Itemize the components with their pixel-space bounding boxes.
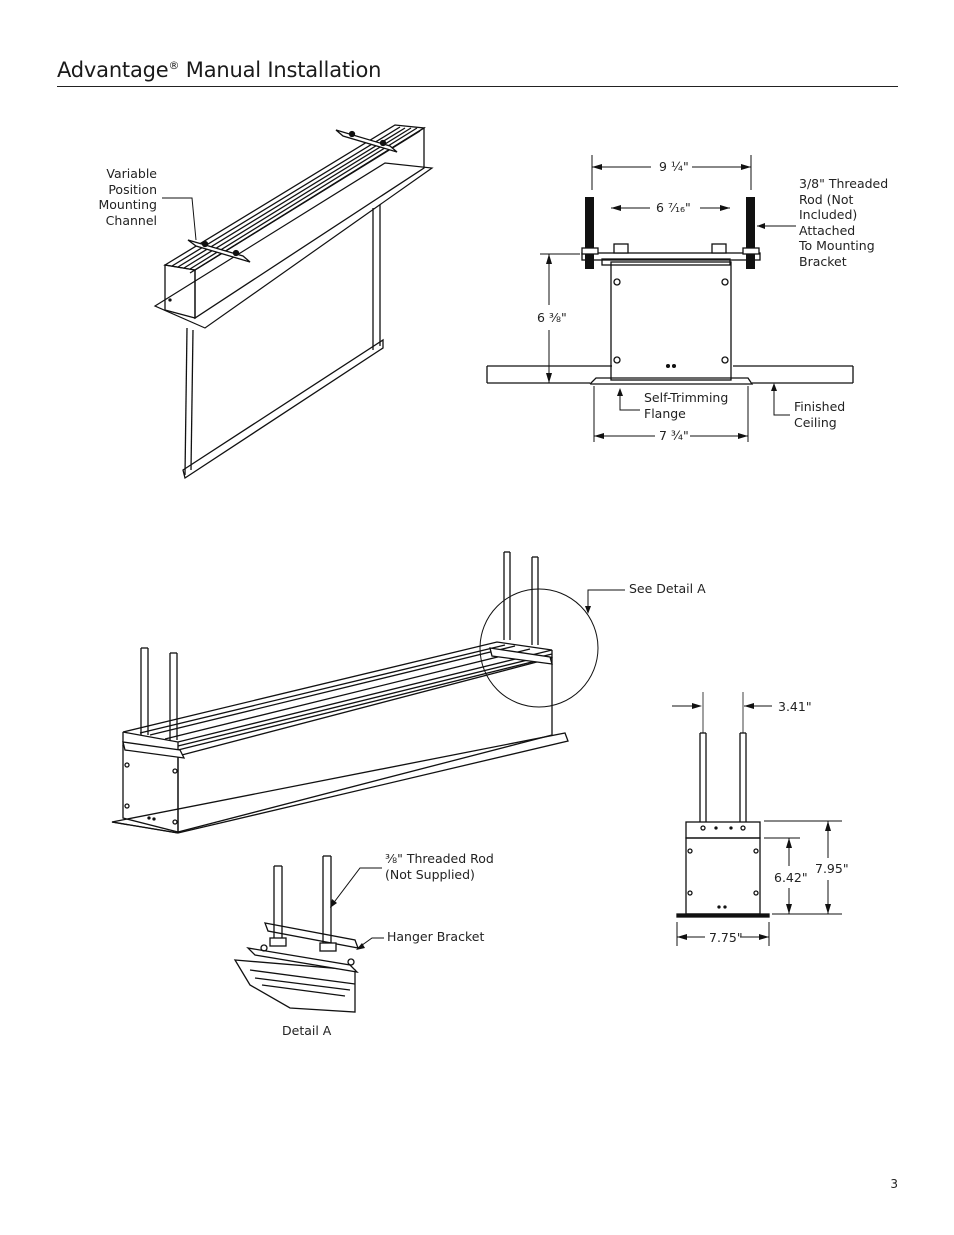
housing-isometric-drawing <box>153 124 434 480</box>
channel-label: Variable Position Mounting Channel <box>98 166 157 228</box>
end-view-drawing <box>672 692 842 946</box>
long-housing-drawing <box>111 551 625 834</box>
dim-width: 7.75" <box>709 930 743 945</box>
page-number: 3 <box>890 1177 898 1191</box>
rod-attached-label: 3/8" Threaded Rod (Not Included) Attache… <box>799 176 889 269</box>
dim-total-height: 7.95" <box>815 861 849 876</box>
title-rule <box>57 86 898 87</box>
see-detail-label: See Detail A <box>629 581 706 596</box>
flange-label: Self-Trimming Flange <box>644 390 729 421</box>
page-title: Advantage® Manual Installation <box>57 58 382 82</box>
dim-width-inner: 6 ⁷⁄₁₆" <box>656 200 691 215</box>
dim-width-outer: 9 ¼" <box>659 159 689 174</box>
dim-flange: 7 ¾" <box>659 428 689 443</box>
detail-a-caption: Detail A <box>282 1023 332 1038</box>
cross-section-drawing <box>486 155 854 442</box>
dim-rod-spacing: 3.41" <box>778 699 812 714</box>
ceiling-label: Finished Ceiling <box>794 399 846 430</box>
threaded-rod-label: ⅜" Threaded Rod (Not Supplied) <box>385 851 494 882</box>
detail-a-drawing <box>233 855 384 1013</box>
hanger-bracket-label: Hanger Bracket <box>387 929 485 944</box>
dim-body-height: 6.42" <box>774 870 808 885</box>
dim-height: 6 ⅜" <box>537 310 567 325</box>
